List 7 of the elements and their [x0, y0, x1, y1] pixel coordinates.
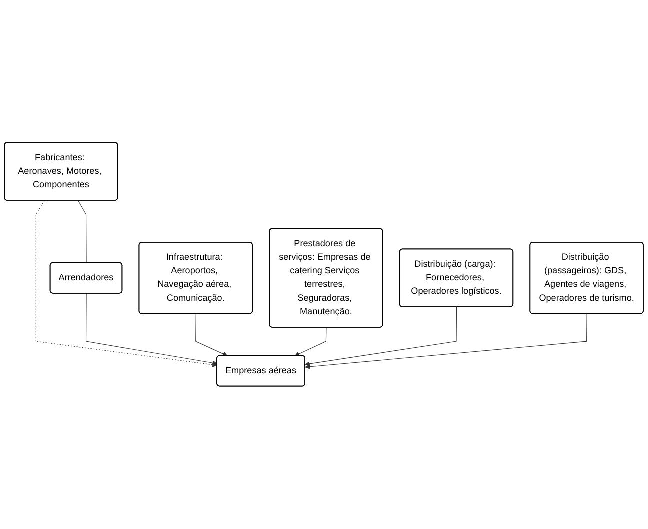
connector [78, 200, 87, 264]
arrow [196, 314, 228, 356]
arrow [305, 307, 458, 366]
arrow [305, 314, 588, 370]
arrow [86, 293, 218, 366]
arrow [36, 200, 218, 368]
arrow [294, 327, 327, 356]
